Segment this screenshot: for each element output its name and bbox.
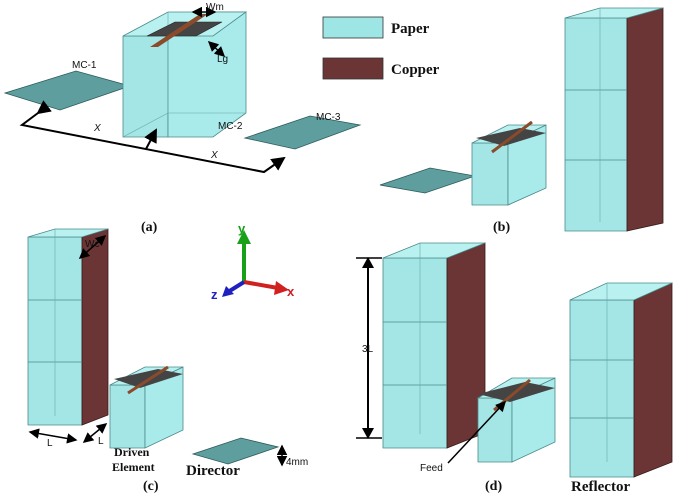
driven-label-line2: Element — [112, 460, 155, 474]
feed-pointer — [447, 400, 507, 464]
panel-c: Wc L L Driven Element Director 4mm (c) — [27, 228, 308, 494]
x-left-label: X — [93, 123, 101, 134]
panel-b: (b) — [379, 7, 664, 235]
wc-label: Wc — [85, 239, 99, 250]
wm-label: Wm — [206, 2, 224, 13]
x-right-label: X — [210, 150, 218, 161]
panel-d: 3L Feed Reflector (d) — [356, 242, 673, 495]
mc3-label: MC-3 — [316, 112, 341, 123]
copper-swatch — [322, 57, 384, 80]
z-axis-arrow — [226, 280, 246, 294]
b-director-plate — [379, 167, 476, 194]
mc1-plate — [3, 70, 132, 111]
mc2-copper-cross — [150, 14, 208, 47]
c-reflector-top — [27, 228, 109, 238]
l-side-label: L — [98, 436, 104, 447]
l-bottom-label: L — [47, 438, 53, 449]
driven-label-line1: Driven — [114, 445, 150, 459]
legend: Paper Copper — [322, 16, 440, 80]
x-axis-arrow — [243, 280, 279, 290]
d-reflector-top — [382, 242, 486, 259]
lg-dimension — [207, 40, 226, 58]
mc2-front-face — [122, 35, 169, 138]
paper-legend-label: Paper — [391, 21, 430, 37]
panel-a-caption: (a) — [141, 220, 158, 235]
panel-a: MC-1 MC-2 Wm Lg MC-3 X X (a) — [3, 2, 362, 235]
l-side-dimension — [82, 423, 108, 443]
x-bracket — [19, 100, 286, 174]
panel-b-caption: (b) — [493, 220, 510, 235]
panel-d-caption: (d) — [485, 479, 502, 494]
b-reflector-copper-side — [626, 7, 664, 232]
reflector-label: Reflector — [571, 479, 630, 495]
mc1-label: MC-1 — [72, 60, 97, 71]
director-label: Director — [186, 463, 240, 479]
paper-swatch — [322, 16, 384, 39]
feed-label: Feed — [420, 463, 443, 474]
d-director-top — [569, 282, 673, 301]
c-driven-front — [109, 384, 146, 449]
wc-dimension — [78, 235, 107, 259]
z-axis-label: z — [211, 287, 218, 302]
thickness-label: 4mm — [286, 457, 308, 468]
y-axis-label: y — [238, 221, 246, 236]
x-center-arrow — [144, 128, 157, 150]
b-reflector-top — [564, 7, 664, 19]
panel-c-caption: (c) — [143, 479, 159, 494]
height-label: 3L — [362, 344, 374, 355]
mc3-plate — [243, 115, 362, 150]
c-reflector-copper-side — [81, 228, 109, 426]
d-director-front — [569, 299, 635, 478]
b-reflector-front — [564, 17, 628, 232]
x-axis-label: x — [287, 284, 295, 299]
lg-label: Lg — [217, 54, 228, 65]
d-director-copper-side — [633, 282, 673, 478]
d-reflector-front — [382, 257, 448, 449]
mc2-label: MC-2 — [218, 121, 243, 132]
axis-triad: y x z — [211, 221, 295, 302]
c-director-plate — [191, 437, 280, 465]
copper-legend-label: Copper — [391, 62, 440, 78]
b-driven-front — [471, 142, 509, 206]
l-bottom-dimension — [28, 428, 78, 444]
